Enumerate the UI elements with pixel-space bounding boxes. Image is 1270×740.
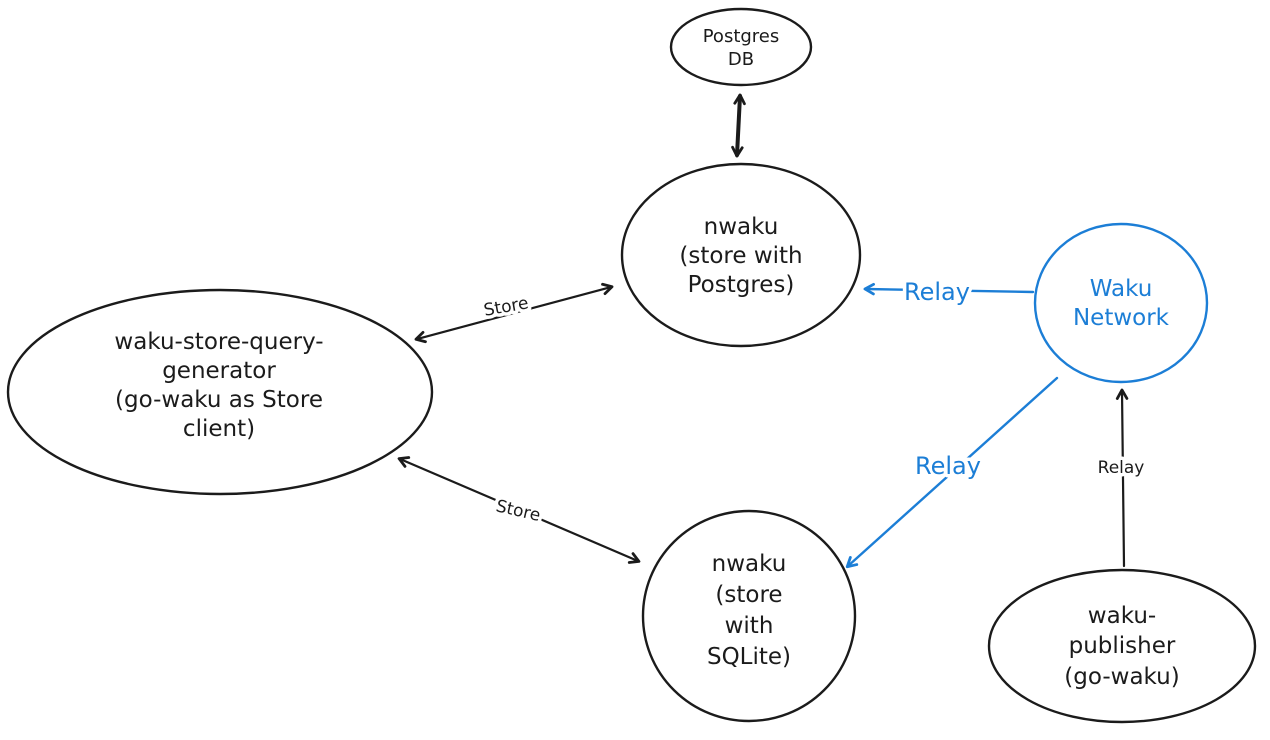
postgres-db-label-line1: Postgres	[703, 26, 780, 47]
store-double-arrow-bottom	[397, 456, 641, 564]
waku-network-shape	[1033, 222, 1209, 384]
postgres-db-shape	[669, 7, 813, 87]
relay-arrow-up	[1115, 388, 1129, 568]
relay-label-right: Relay	[904, 278, 970, 306]
store-label-top: Store	[482, 293, 530, 320]
relay-label-diagonal: Relay	[915, 452, 981, 480]
nwaku-store-postgres-label-line2: (store with	[679, 243, 802, 269]
nwaku-store-sqlite-label-line3: with	[725, 613, 774, 639]
edge-generator-to-nwaku-sqlite: Store	[397, 456, 641, 564]
nwaku-store-postgres-label-line1: nwaku	[704, 214, 779, 240]
nwaku-store-postgres-label-line3: Postgres)	[688, 272, 795, 298]
node-postgres-db: Postgres DB	[669, 7, 813, 87]
postgres-db-label-line2: DB	[728, 49, 754, 70]
nwaku-store-postgres-shape	[620, 162, 862, 348]
relay-arrow-diagonal	[845, 376, 1059, 569]
edge-generator-to-nwaku-postgres: Store	[414, 282, 614, 344]
node-waku-network: Waku Network	[1033, 222, 1209, 384]
edge-waku-publisher-to-waku-network: Relay	[1094, 388, 1148, 568]
waku-store-query-generator-label-line1: waku-store-query-	[114, 329, 323, 355]
waku-store-query-generator-label-line4: client)	[183, 416, 255, 442]
relay-label-up: Relay	[1098, 458, 1145, 478]
waku-store-query-generator-label-line2: generator	[162, 358, 276, 384]
waku-network-label-line1: Waku	[1090, 276, 1153, 302]
nwaku-store-sqlite-label-line4: SQLite)	[707, 644, 791, 670]
nwaku-store-sqlite-shape	[641, 509, 857, 723]
waku-network-label-line2: Network	[1073, 305, 1170, 331]
node-waku-publisher: waku- publisher (go-waku)	[987, 568, 1257, 724]
waku-store-query-generator-label-line3: (go-waku as Store	[115, 387, 323, 413]
node-waku-store-query-generator: waku-store-query- generator (go-waku as …	[6, 288, 434, 496]
edge-postgres-db-nwaku	[731, 93, 746, 158]
waku-publisher-label-line3: (go-waku)	[1064, 664, 1179, 690]
edge-waku-network-to-nwaku-sqlite: Relay	[845, 376, 1059, 569]
nwaku-store-sqlite-label-line2: (store	[715, 582, 782, 608]
relay-arrow-right	[863, 282, 1035, 296]
store-label-bottom: Store	[494, 496, 542, 526]
db-sync-double-arrow	[731, 93, 746, 158]
waku-publisher-shape	[987, 568, 1257, 724]
waku-publisher-label-line2: publisher	[1069, 633, 1176, 659]
node-nwaku-store-sqlite: nwaku (store with SQLite)	[641, 509, 857, 723]
node-nwaku-store-postgres: nwaku (store with Postgres)	[620, 162, 862, 348]
waku-publisher-label-line1: waku-	[1088, 603, 1156, 629]
nwaku-store-sqlite-label-line1: nwaku	[712, 551, 787, 577]
waku-store-query-generator-shape	[6, 288, 434, 496]
store-double-arrow-top	[414, 282, 614, 344]
edge-waku-network-to-nwaku-postgres: Relay	[863, 275, 1035, 310]
